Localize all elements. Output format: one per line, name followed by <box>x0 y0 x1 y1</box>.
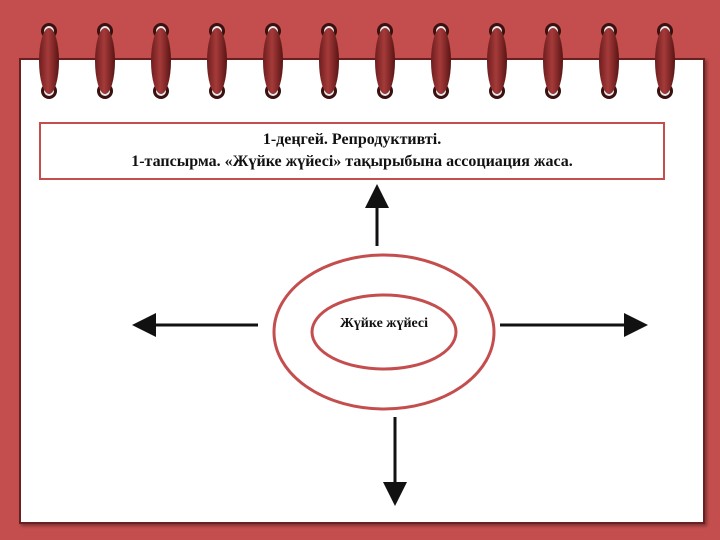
binding-ring <box>206 22 228 100</box>
inner-ellipse <box>310 293 458 371</box>
center-label: Жүйке жүйесі <box>339 316 429 331</box>
binding-ring <box>374 22 396 100</box>
binding-ring <box>430 22 452 100</box>
outer-ellipse <box>272 253 496 411</box>
binding-ring <box>262 22 284 100</box>
binding-ring <box>38 22 60 100</box>
binding-ring <box>94 22 116 100</box>
binding-ring <box>542 22 564 100</box>
task-title-box: 1-деңгей. Репродуктивті. 1-тапсырма. «Жү… <box>39 122 665 180</box>
binding-ring <box>598 22 620 100</box>
binding-ring <box>318 22 340 100</box>
binding-ring <box>486 22 508 100</box>
title-line-2: 1-тапсырма. «Жүйке жүйесі» тақырыбына ас… <box>131 153 573 170</box>
binding-ring <box>150 22 172 100</box>
binding-ring <box>654 22 676 100</box>
title-line-1: 1-деңгей. Репродуктивті. <box>262 131 442 148</box>
